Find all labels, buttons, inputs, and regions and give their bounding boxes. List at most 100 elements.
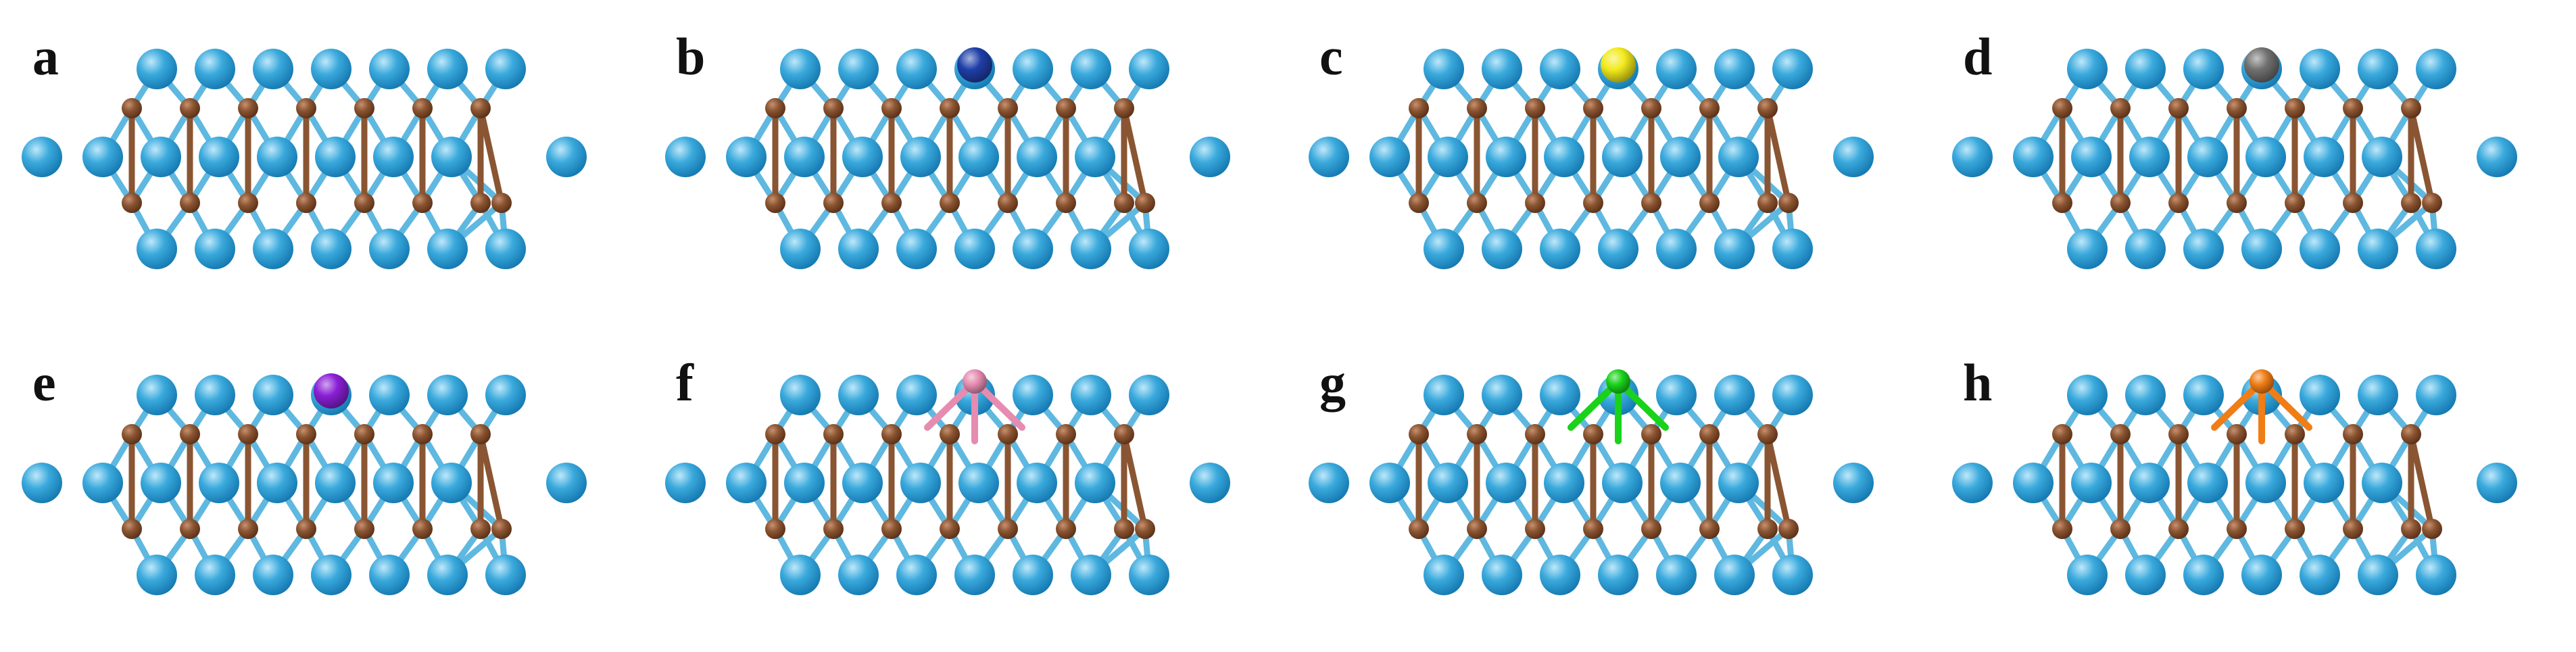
- host-atom: [1190, 463, 1230, 503]
- panel-label-h: h: [1963, 353, 1992, 412]
- panel-label-e: e: [32, 353, 56, 412]
- panel-label-c: c: [1319, 27, 1343, 86]
- host-atom: [1013, 375, 1053, 415]
- panel-label-d: d: [1963, 27, 1992, 86]
- host-atom: [1598, 555, 1638, 595]
- host-atom: [1660, 463, 1701, 503]
- bridge-atom: [1409, 98, 1429, 118]
- panel-label-f: f: [676, 353, 694, 412]
- host-atom: [1482, 555, 1522, 595]
- host-atom: [665, 137, 706, 177]
- bridge-atom: [1525, 519, 1545, 539]
- bridge-atom: [470, 98, 491, 118]
- panel-label-g: g: [1319, 353, 1346, 412]
- host-atom: [2304, 137, 2344, 177]
- bond: [477, 105, 505, 206]
- host-atom: [1833, 137, 1874, 177]
- host-atom: [2067, 49, 2108, 89]
- bridge-atom: [2052, 193, 2072, 213]
- host-atom: [1656, 555, 1697, 595]
- host-atom: [1013, 229, 1053, 269]
- host-atom: [311, 49, 351, 89]
- bridge-atom: [2285, 193, 2305, 213]
- host-atom: [1071, 49, 1111, 89]
- bridge-atom: [1409, 519, 1429, 539]
- host-atom: [2187, 463, 2228, 503]
- bridge-atom: [2168, 98, 2189, 118]
- host-atom: [1190, 137, 1230, 177]
- panel-d: d: [1952, 27, 2517, 269]
- host-atom: [431, 463, 472, 503]
- host-atom: [1369, 137, 1410, 177]
- host-atom: [485, 375, 526, 415]
- host-atom: [311, 229, 351, 269]
- host-atom: [2358, 229, 2398, 269]
- host-atom: [1544, 137, 1584, 177]
- host-atom: [195, 375, 235, 415]
- host-atom: [896, 555, 937, 595]
- bridge-atom: [765, 519, 785, 539]
- bridge-atom: [1467, 98, 1487, 118]
- host-atom: [1309, 137, 1349, 177]
- bridge-atom: [1757, 98, 1778, 118]
- host-atom: [2183, 49, 2224, 89]
- host-atom: [1017, 463, 1057, 503]
- host-atom: [1656, 375, 1697, 415]
- bridge-atom: [1114, 519, 1134, 539]
- bridge-atom: [470, 424, 491, 444]
- host-atom: [896, 375, 937, 415]
- host-atom: [2362, 137, 2402, 177]
- bridge-atom: [1757, 193, 1778, 213]
- host-atom: [842, 463, 883, 503]
- bridge-atom: [2110, 519, 2131, 539]
- host-atom: [1482, 375, 1522, 415]
- bridge-atom: [2052, 424, 2072, 444]
- host-atom: [1071, 555, 1111, 595]
- host-atom: [1714, 375, 1755, 415]
- bridge-atom: [1641, 424, 1661, 444]
- bridge-atom: [881, 424, 902, 444]
- bridge-atom: [2168, 519, 2189, 539]
- bridge-atom: [1056, 193, 1076, 213]
- bridge-atom: [122, 193, 142, 213]
- host-atom: [257, 463, 297, 503]
- host-atom: [2245, 463, 2286, 503]
- bridge-atom: [1583, 424, 1603, 444]
- bridge-atom: [1757, 519, 1778, 539]
- host-atom: [373, 463, 414, 503]
- host-atom: [315, 463, 356, 503]
- bridge-atom: [881, 193, 902, 213]
- bridge-atom: [1583, 98, 1603, 118]
- bridge-atom: [1467, 193, 1487, 213]
- host-atom: [485, 555, 526, 595]
- host-atom: [1833, 463, 1874, 503]
- host-atom: [1772, 555, 1813, 595]
- host-atom: [141, 463, 181, 503]
- host-atom: [2071, 137, 2112, 177]
- host-atom: [1540, 229, 1580, 269]
- host-atom: [1017, 137, 1057, 177]
- host-atom: [2358, 375, 2398, 415]
- host-atom: [199, 463, 239, 503]
- bridge-atom: [122, 519, 142, 539]
- bond: [1121, 105, 1148, 206]
- bridge-atom: [238, 424, 258, 444]
- bridge-atom: [2401, 424, 2421, 444]
- bridge-atom: [2343, 424, 2363, 444]
- bridge-atom: [2110, 98, 2131, 118]
- bridge-atom: [1114, 98, 1134, 118]
- host-atom: [2125, 49, 2166, 89]
- host-atom: [896, 229, 937, 269]
- bridge-atom: [2285, 98, 2305, 118]
- host-atom: [2129, 137, 2170, 177]
- host-atom: [1129, 555, 1169, 595]
- bridge-atom: [1583, 193, 1603, 213]
- host-atom: [1544, 463, 1584, 503]
- host-atom: [1071, 375, 1111, 415]
- host-atom: [1129, 49, 1169, 89]
- host-atom: [2477, 463, 2517, 503]
- host-atom: [253, 555, 293, 595]
- adsorbate-atom: [2250, 369, 2274, 394]
- host-atom: [726, 463, 767, 503]
